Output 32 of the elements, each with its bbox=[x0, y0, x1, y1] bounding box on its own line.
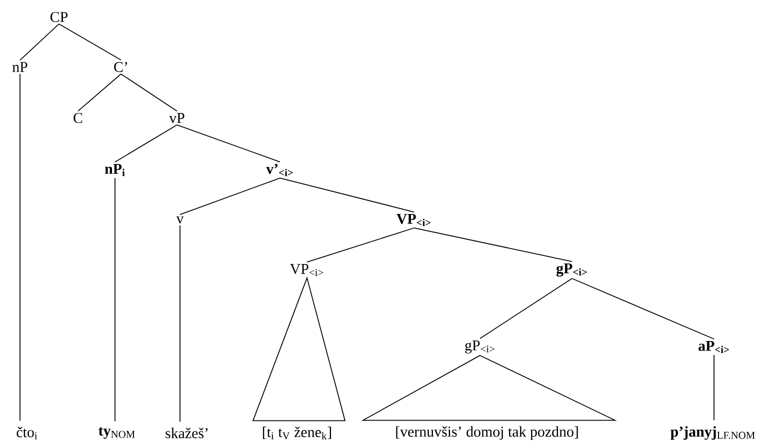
branch-line bbox=[120, 74, 178, 112]
branch-line bbox=[180, 178, 280, 215]
head-label: v bbox=[176, 216, 184, 224]
phrase-label: nP bbox=[12, 62, 28, 72]
branch-line bbox=[78, 74, 122, 112]
terminal-word: [t$_{i}$ t$_{V}$ žene$_{k}$] bbox=[262, 426, 332, 440]
branch-line bbox=[572, 278, 714, 340]
branch-line bbox=[414, 228, 572, 262]
branch-line bbox=[280, 178, 414, 212]
terminal-word: p’janyj$_{LF.NOM}$ bbox=[670, 426, 755, 440]
terminal-word: ty$_{NOM}$ bbox=[98, 427, 135, 439]
branch-line bbox=[114, 124, 178, 162]
phrase-label: nP$_{i}$ bbox=[104, 164, 125, 176]
phrase-label: VP$_{<i>}$ bbox=[290, 264, 324, 276]
phrase-label: VP$_{<i>}$ bbox=[396, 214, 431, 226]
branch-line bbox=[58, 24, 122, 60]
terminal-word: [vernuvšis’ domoj tak pozdno] bbox=[396, 426, 578, 440]
branch-line bbox=[176, 124, 280, 162]
phrase-label: gP$_{<i>}$ bbox=[556, 263, 587, 277]
branch-line bbox=[20, 24, 60, 61]
branch-line bbox=[114, 178, 116, 422]
phrase-label: gP$_{<i>}$ bbox=[465, 340, 494, 354]
branch-line bbox=[480, 278, 572, 339]
phrase-label: v’$_{<i>}$ bbox=[266, 164, 293, 176]
phrase-label: aP$_{<i>}$ bbox=[698, 340, 729, 354]
terminal-word: skažeš’ bbox=[166, 428, 208, 438]
phrase-label: C’ bbox=[114, 62, 128, 72]
phrase-label: vP bbox=[169, 113, 184, 123]
terminal-word: čto$_{i}$ bbox=[16, 426, 38, 440]
phrase-label: CP bbox=[50, 12, 68, 22]
head-label: C bbox=[74, 112, 82, 123]
branch-line bbox=[306, 228, 414, 263]
